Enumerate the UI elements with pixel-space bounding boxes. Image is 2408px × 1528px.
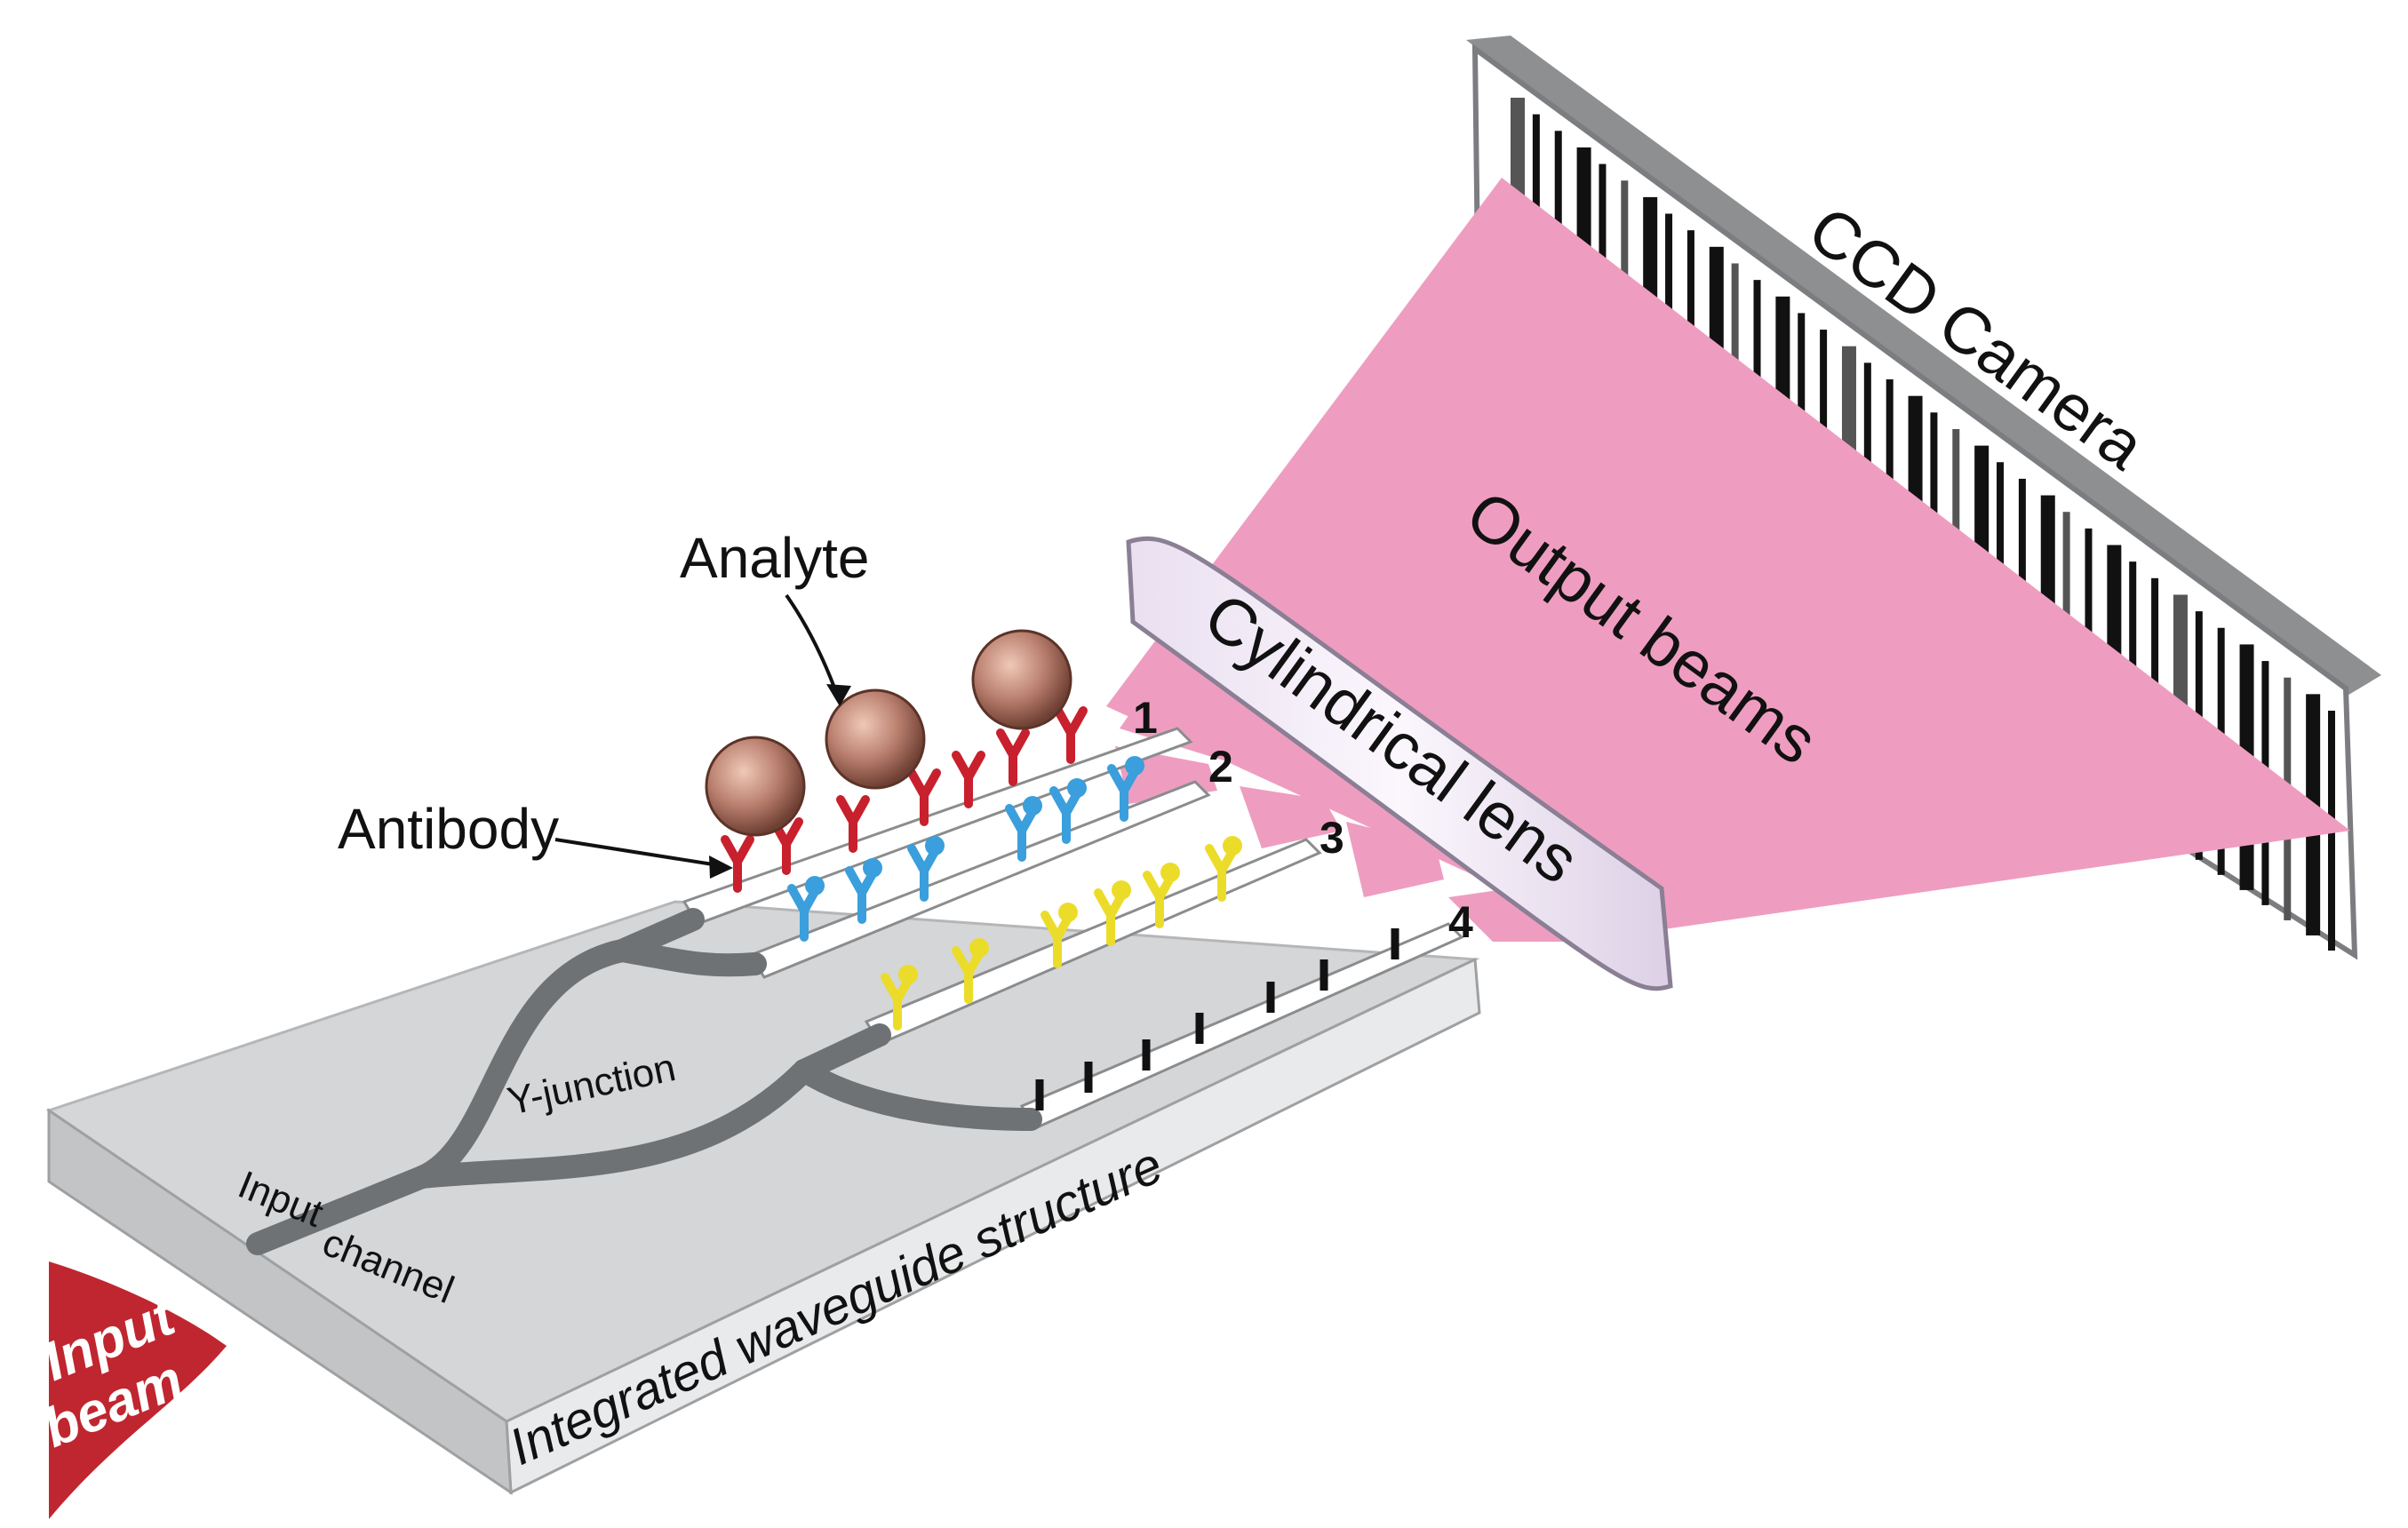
antibody-icon <box>1005 796 1042 862</box>
chip-left-face <box>47 1108 513 1495</box>
bare-sensor-marks <box>1035 928 1399 1110</box>
waveguide-channels <box>246 908 1042 1255</box>
analyte-sphere <box>971 629 1072 730</box>
antibody-icon <box>1143 863 1180 928</box>
antibody-label: Antibody <box>338 797 559 861</box>
channel-number: 4 <box>1448 897 1473 947</box>
antibody-icon <box>952 938 989 1004</box>
antibody-icon <box>787 876 825 942</box>
annotations: Analyte Antibody <box>338 526 869 879</box>
analyte-sphere <box>825 688 926 790</box>
waveguide-chip: Input channel Y-junction Integrated wave… <box>45 727 1481 1495</box>
analyte-sphere <box>705 736 806 837</box>
antibody-icon <box>881 965 918 1031</box>
antibody-icon <box>1054 706 1088 764</box>
analyte-label: Analyte <box>680 526 869 590</box>
channel-number: 2 <box>1208 742 1233 792</box>
antibody-icon <box>952 751 985 808</box>
analyte-particles <box>705 629 1072 837</box>
antibody-icon <box>1205 836 1242 902</box>
channel-number: 1 <box>1133 693 1158 743</box>
antibody-arrow <box>554 838 725 868</box>
input-beam: Input beam <box>35 1261 227 1519</box>
channel-number: 3 <box>1320 813 1344 863</box>
antibody-icon <box>1094 880 1131 946</box>
channel-numbers: 1 2 3 4 <box>1133 693 1473 947</box>
antibodies <box>721 706 1242 1031</box>
antibody-icon <box>721 835 754 893</box>
antibody-icon <box>1049 778 1087 844</box>
antibody-icon <box>907 768 941 826</box>
antibody-icon <box>1107 756 1144 822</box>
antibody-icon <box>836 795 870 853</box>
antibody-icon <box>907 836 945 902</box>
antibody-icon <box>1041 903 1078 968</box>
antibody-icon <box>845 858 882 924</box>
antibody-icon <box>996 728 1030 786</box>
